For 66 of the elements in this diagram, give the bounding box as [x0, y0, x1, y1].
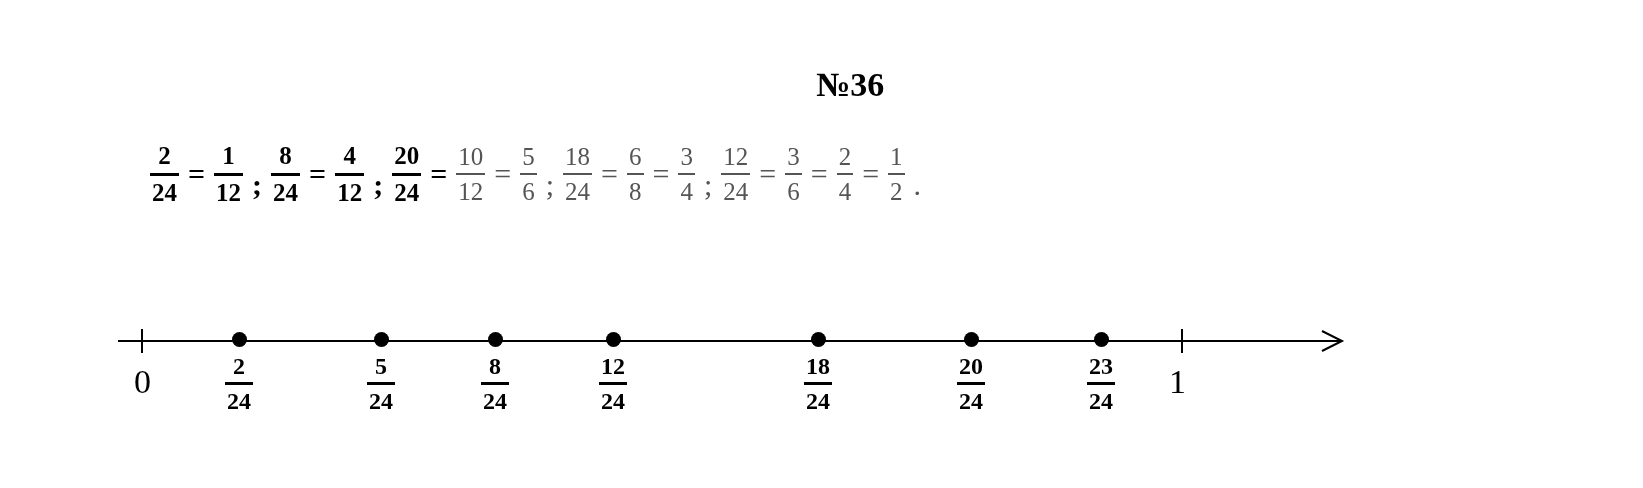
point-marker [1094, 332, 1109, 347]
math-symbol: = [759, 157, 777, 191]
numerator: 10 [457, 142, 485, 170]
denominator: 12 [215, 178, 243, 206]
math-symbol: = [601, 157, 618, 191]
math-symbol: ; [252, 168, 263, 202]
numerator: 3 [786, 142, 801, 170]
denominator: 24 [564, 178, 592, 206]
numerator: 5 [521, 142, 536, 170]
numerator: 18 [564, 142, 592, 170]
point-marker [374, 332, 389, 347]
denominator: 24 [272, 178, 300, 206]
numerator: 2 [232, 353, 246, 380]
denominator: 24 [368, 388, 394, 415]
numerator: 6 [628, 142, 643, 170]
point-marker [964, 332, 979, 347]
numerator: 12 [722, 142, 750, 170]
numerator: 5 [374, 353, 388, 380]
tick-label: 1 [1169, 363, 1186, 401]
numerator: 2 [837, 142, 853, 170]
denominator: 24 [722, 178, 750, 206]
numerator: 20 [958, 353, 984, 380]
denominator: 4 [837, 178, 853, 206]
math-symbol: = [188, 157, 206, 191]
denominator: 8 [628, 178, 643, 206]
numerator: 12 [600, 353, 626, 380]
numerator: 1 [889, 142, 904, 170]
denominator: 6 [786, 178, 801, 206]
denominator: 24 [226, 388, 252, 415]
denominator: 24 [805, 388, 831, 415]
denominator: 24 [958, 388, 984, 415]
numerator: 2 [157, 142, 172, 170]
math-symbol: = [494, 157, 512, 191]
tick-label: 0 [134, 363, 151, 401]
denominator: 24 [393, 178, 421, 206]
point-marker [232, 332, 247, 347]
denominator: 24 [151, 178, 178, 206]
numerator: 18 [805, 353, 831, 380]
numerator: 3 [679, 142, 694, 170]
denominator: 24 [482, 388, 508, 415]
math-symbol: = [810, 157, 828, 191]
math-symbol: ; [703, 168, 713, 202]
numerator: 23 [1088, 353, 1114, 380]
denominator: 12 [336, 178, 364, 206]
math-symbol: ; [545, 168, 555, 202]
math-symbol: . [913, 168, 922, 202]
denominator: 6 [521, 178, 536, 206]
numerator: 4 [342, 142, 357, 170]
denominator: 2 [889, 178, 904, 206]
numerator: 1 [221, 142, 236, 170]
point-marker [811, 332, 826, 347]
numerator: 8 [278, 142, 293, 170]
denominator: 24 [600, 388, 626, 415]
math-symbol: = [309, 157, 327, 191]
math-symbol: = [652, 157, 670, 191]
numerator: 8 [488, 353, 502, 380]
math-symbol: ; [373, 168, 384, 202]
numerator: 20 [393, 142, 421, 170]
denominator: 12 [457, 178, 485, 206]
point-marker [488, 332, 503, 347]
point-marker [606, 332, 621, 347]
title: №36 [816, 66, 885, 104]
math-symbol: = [862, 157, 880, 191]
denominator: 4 [679, 178, 694, 206]
denominator: 24 [1088, 388, 1114, 415]
math-symbol: = [430, 157, 448, 191]
